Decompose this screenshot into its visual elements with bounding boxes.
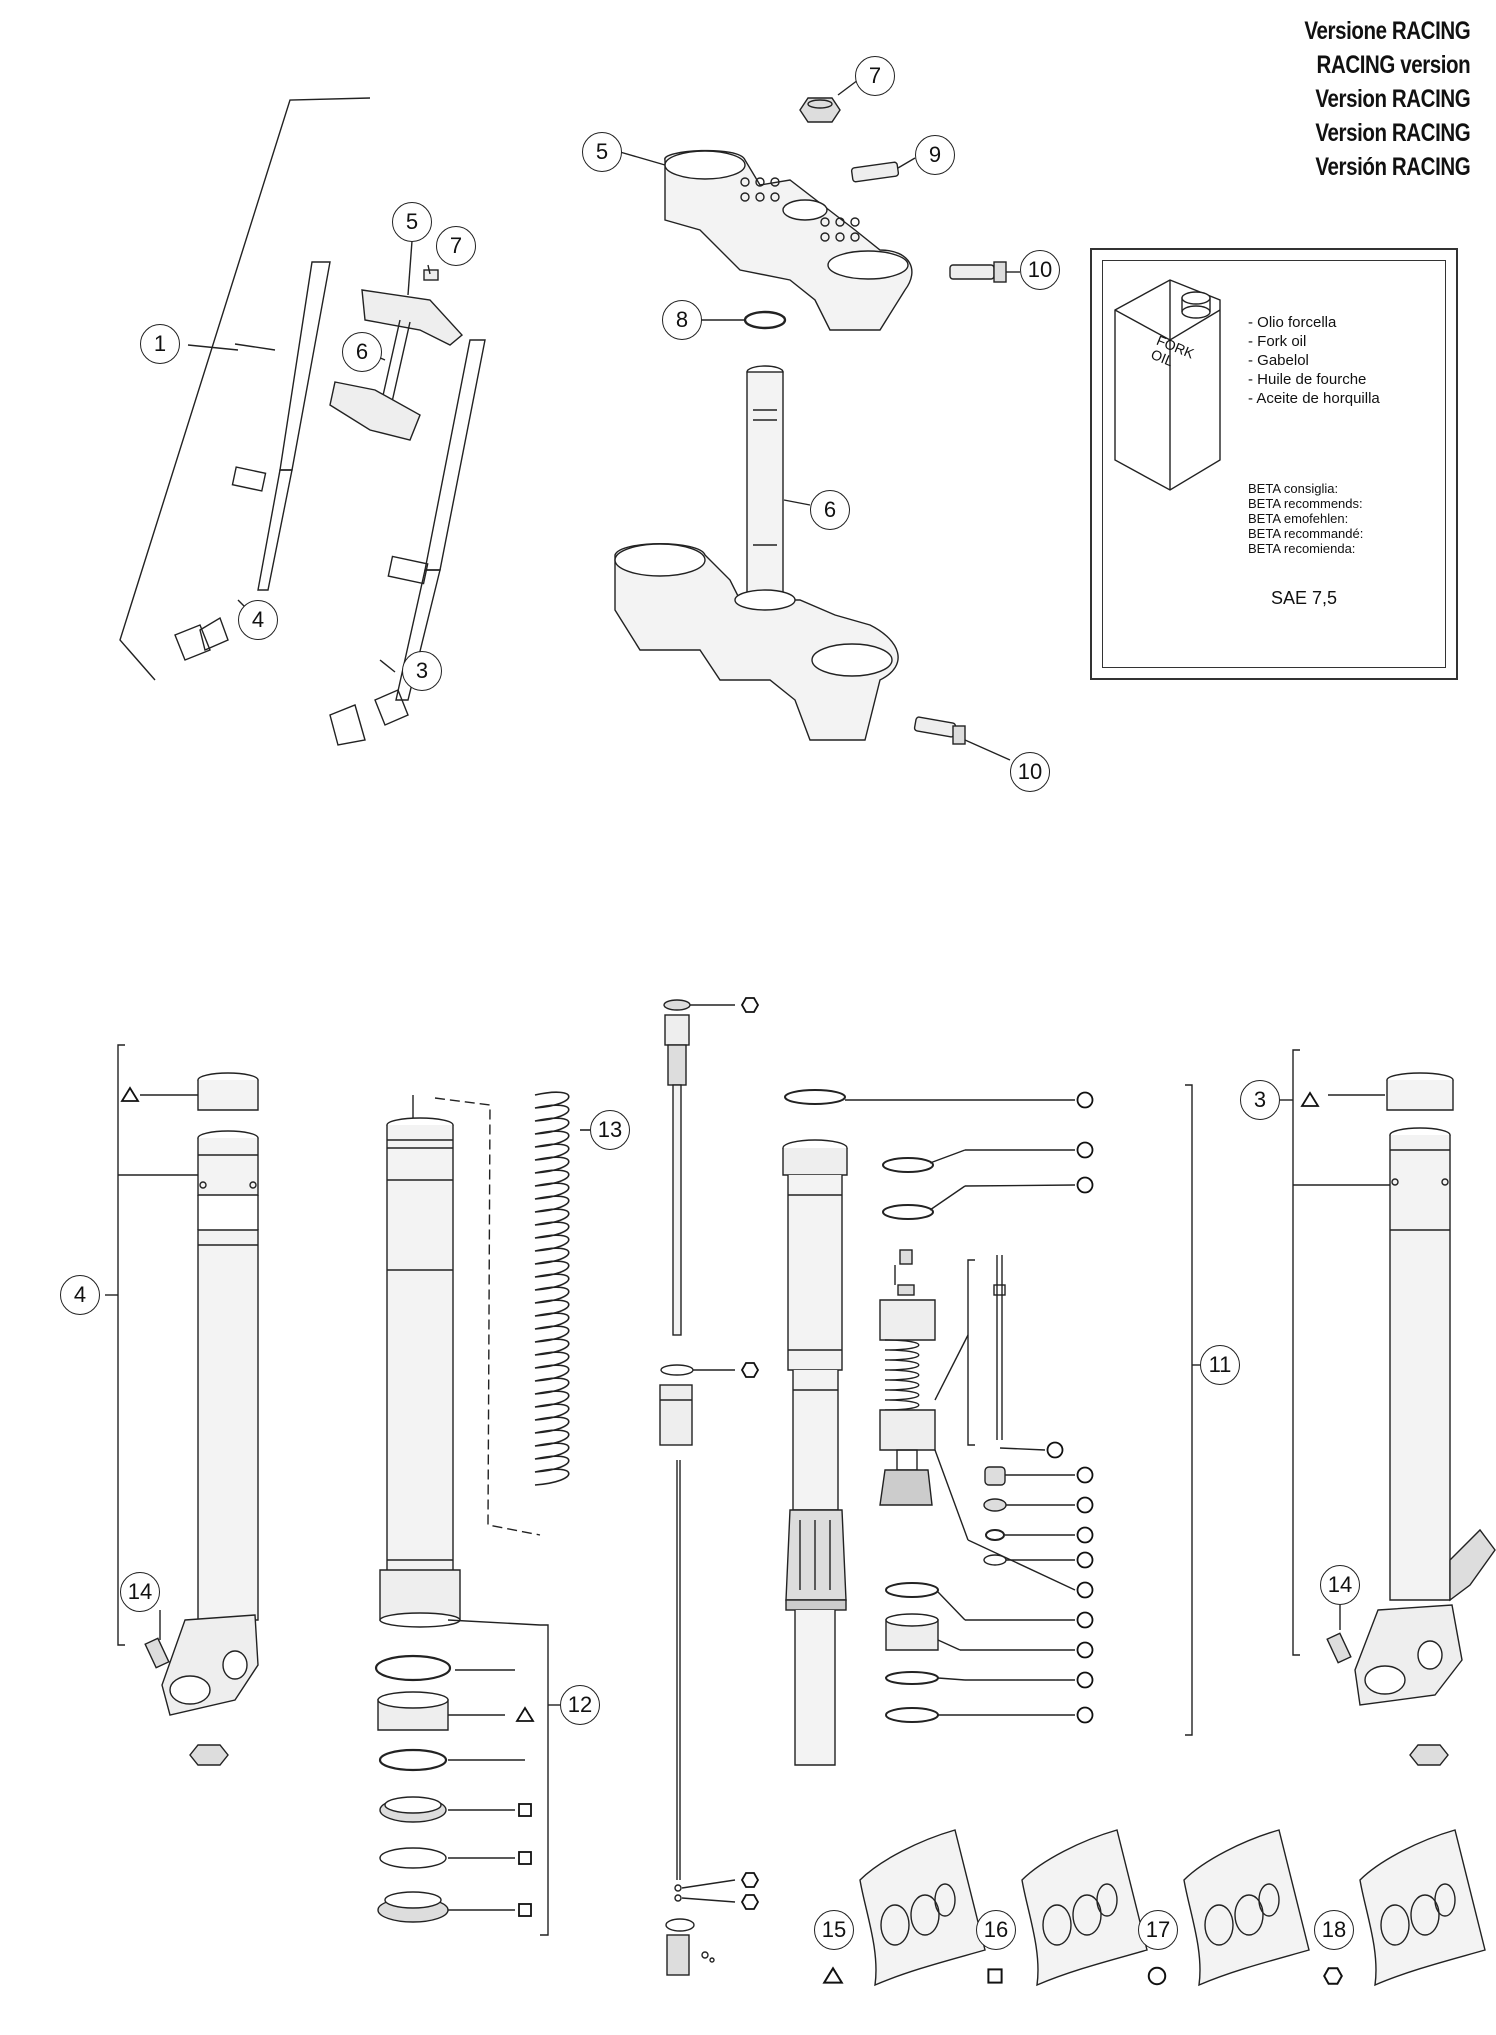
- bushings-and-seals: [374, 1619, 541, 1923]
- fork-oil-box: FORK OIL - Olio forcella - Fork oil - Ga…: [1090, 248, 1458, 680]
- clamp-bolt-9: [850, 157, 916, 183]
- callout-10-bottom: 10: [1010, 752, 1050, 792]
- square-icon: [987, 1968, 1003, 1984]
- triangle-icon: [823, 1967, 843, 1984]
- oil-spec: SAE 7,5: [1271, 588, 1338, 608]
- triangle-icon: [121, 1087, 139, 1102]
- callout-7-small: 7: [436, 226, 476, 266]
- hexagon-icon: [741, 1872, 759, 1888]
- callout-8: 8: [662, 300, 702, 340]
- fork-oil-can: [1114, 279, 1221, 491]
- callout-14-right: 14: [1320, 1565, 1360, 1605]
- circle-icon: [1076, 1611, 1094, 1629]
- damper-rod: [659, 999, 736, 1976]
- callout-5: 5: [582, 132, 622, 172]
- lower-triple-clamp-and-stem: [614, 365, 899, 741]
- callout-16: 16: [976, 1910, 1016, 1950]
- clamp-bolt-10b: [913, 716, 1011, 761]
- kit-bag-17: [1183, 1829, 1310, 1987]
- callout-4: 4: [60, 1275, 100, 1315]
- title-en: RACING version: [1316, 51, 1470, 79]
- clamp-bolt-10a: [949, 261, 1020, 283]
- circle-icon: [1076, 1141, 1094, 1159]
- square-icon: [518, 1803, 532, 1817]
- title-de: Version RACING: [1315, 85, 1470, 113]
- circle-icon: [1076, 1641, 1094, 1659]
- circle-icon: [1076, 1581, 1094, 1599]
- kit-bag-16: [1021, 1829, 1148, 1987]
- circle-icon: [1076, 1551, 1094, 1569]
- outer-tube-left: [105, 1044, 259, 1766]
- fork-oil-box-inner: FORK OIL - Olio forcella - Fork oil - Ga…: [1102, 260, 1446, 668]
- circle-icon: [1076, 1091, 1094, 1109]
- title-it: Versione RACING: [1304, 17, 1470, 45]
- can-label: FORK OIL: [1148, 332, 1197, 370]
- upper-triple-clamp: [664, 149, 913, 331]
- fork-spring: [534, 1091, 590, 1486]
- hexagon-icon: [741, 1362, 759, 1378]
- kit-bag-18: [1359, 1829, 1486, 1987]
- inner-tube-left: [379, 1095, 560, 1936]
- callout-3-top: 3: [402, 651, 442, 691]
- callout-7: 7: [855, 56, 895, 96]
- circle-icon: [1147, 1966, 1167, 1986]
- oil-names: - Olio forcella - Fork oil - Gabelol - H…: [1248, 314, 1380, 407]
- title-fr: Version RACING: [1315, 119, 1470, 147]
- callout-17: 17: [1138, 1910, 1178, 1950]
- callout-11: 11: [1200, 1345, 1240, 1385]
- callout-13: 13: [590, 1110, 630, 1150]
- hexagon-icon: [741, 1894, 759, 1910]
- title-block: Versione RACING RACING version Version R…: [1304, 14, 1470, 184]
- circle-icon: [1076, 1496, 1094, 1514]
- hexagon-icon: [741, 997, 759, 1013]
- outer-tube-right: [1280, 1049, 1496, 1766]
- hexagon-icon: [1323, 1967, 1343, 1985]
- outer-tube-right-parts: [782, 1084, 1200, 1766]
- square-icon: [518, 1903, 532, 1917]
- o-ring-8: [700, 310, 787, 330]
- callout-6-small: 6: [342, 332, 382, 372]
- callout-9: 9: [915, 135, 955, 175]
- callout-12: 12: [560, 1685, 600, 1725]
- callout-5-small: 5: [392, 202, 432, 242]
- kit-bag-15: [859, 1829, 986, 1987]
- oil-recommendation: BETA consiglia: BETA recommends: BETA em…: [1248, 481, 1364, 556]
- circle-icon: [1076, 1466, 1094, 1484]
- callout-18: 18: [1314, 1910, 1354, 1950]
- title-es: Versión RACING: [1315, 153, 1470, 181]
- triangle-icon: [1301, 1092, 1319, 1107]
- triangle-icon: [516, 1707, 534, 1722]
- callout-1: 1: [140, 324, 180, 364]
- callout-10-top: 10: [1020, 250, 1060, 290]
- callout-4-top: 4: [238, 600, 278, 640]
- circle-icon: [1076, 1526, 1094, 1544]
- callout-14-left: 14: [120, 1572, 160, 1612]
- callout-6: 6: [810, 490, 850, 530]
- fork-assembly-overview: [119, 97, 486, 746]
- circle-icon: [1076, 1706, 1094, 1724]
- square-icon: [518, 1851, 532, 1865]
- top-nut: [799, 79, 859, 123]
- circle-icon: [1076, 1176, 1094, 1194]
- callout-3: 3: [1240, 1080, 1280, 1120]
- callout-15: 15: [814, 1910, 854, 1950]
- circle-icon: [1076, 1671, 1094, 1689]
- kit-symbols: [121, 997, 1343, 1986]
- circle-icon: [1046, 1441, 1064, 1459]
